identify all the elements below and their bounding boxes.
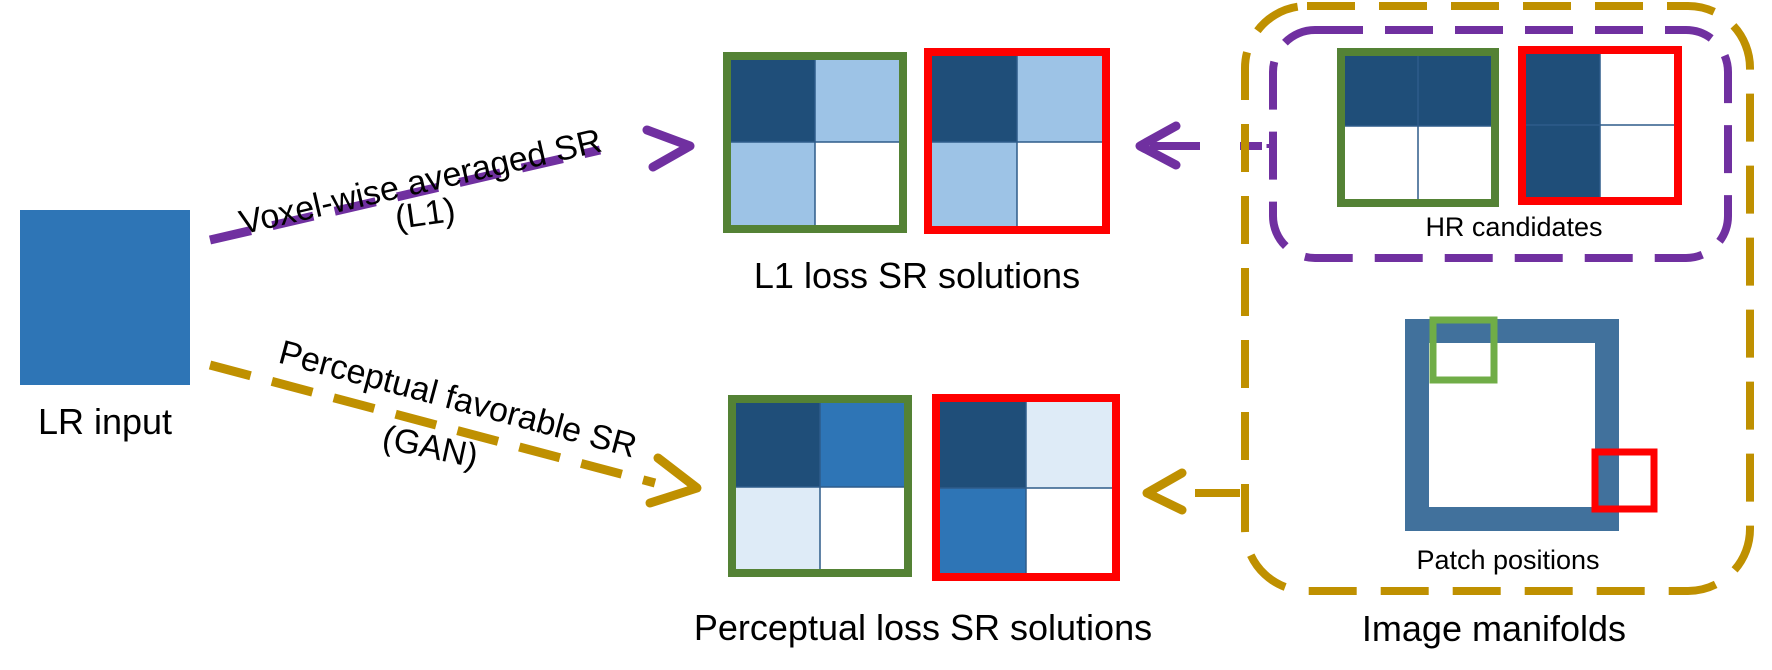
lr-input-label: LR input [38,401,172,442]
hr-candidate-red [1518,46,1682,205]
image-manifold-boundary [1241,2,1754,595]
perceptual-solution-red [932,394,1120,581]
l1-solutions-label: L1 loss SR solutions [754,255,1080,296]
lr-input-square [20,210,190,385]
hr-candidates-label: HR candidates [1425,212,1602,242]
patch-positions-frame [1405,316,1658,531]
perceptual-solution-green [728,395,912,577]
l1-arrow-sublabel: (L1) [393,191,458,237]
gan-arrow [208,360,702,508]
image-manifolds-label: Image manifolds [1362,608,1626,649]
hr-to-l1-arrow [1135,121,1274,170]
hr-candidates-boundary [1269,26,1732,262]
l1-solution-green [723,52,907,233]
hr-candidate-green [1337,48,1499,207]
gan-arrow-sublabel: (GAN) [379,418,481,475]
l1-solution-red [924,48,1110,234]
perceptual-solutions-label: Perceptual loss SR solutions [694,607,1152,648]
patch-positions-label: Patch positions [1416,545,1599,575]
l1-arrow [208,125,695,245]
manifold-to-perceptual-arrow [1142,468,1240,515]
